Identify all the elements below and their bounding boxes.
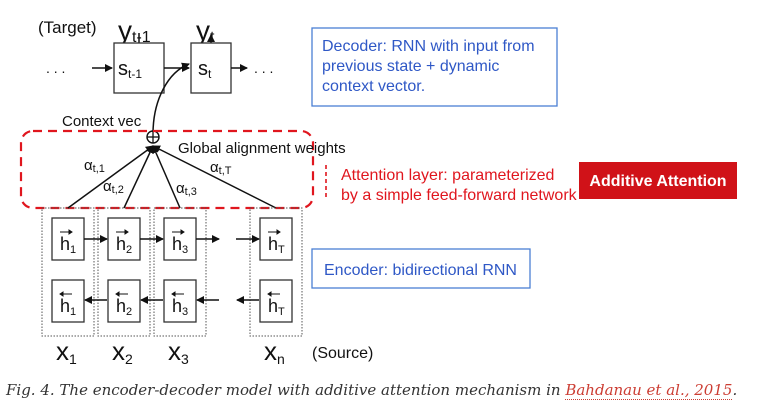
h-bwd-T (259, 279, 293, 323)
additive-attention-text: Additive Attention (589, 173, 726, 190)
s-cur-box (190, 42, 232, 94)
global-weights-label: Global alignment weights (178, 140, 346, 157)
svg-text:h2: h2 (116, 234, 132, 256)
h-fwd-2 (107, 217, 141, 261)
s-cur-label: st (198, 58, 212, 81)
svg-text:h3: h3 (172, 234, 188, 256)
y-cur-label: yt (196, 15, 215, 46)
weight-line-1 (67, 145, 154, 209)
svg-text:h1: h1 (60, 296, 76, 318)
weight-label-T: αt,T (210, 159, 232, 177)
target-label: (Target) (38, 18, 97, 37)
h-bwd-3 (163, 279, 197, 323)
context-vec-label: Context vec (62, 113, 142, 130)
encoder-box (311, 248, 531, 289)
svg-text:h1: h1 (60, 234, 76, 256)
context-to-s-arrow (152, 62, 190, 135)
h-fwd-3 (163, 217, 197, 261)
x-label-n: xn (264, 336, 285, 367)
svg-text:h3: h3 (172, 296, 188, 318)
weight-label-2: αt,2 (103, 178, 124, 196)
decoder-box (311, 27, 558, 107)
caption-text: Fig. 4. The encoder-decoder model with a… (6, 381, 566, 399)
additive-attention-badge (579, 162, 737, 199)
citation-link[interactable]: Bahdanau et al., 2015 (565, 381, 733, 400)
ellipsis-left: . . . (46, 60, 65, 76)
weight-line-T (152, 145, 277, 209)
x-label-2: x2 (112, 336, 133, 367)
h-bwd-2 (107, 279, 141, 323)
weight-label-1: αt,1 (84, 157, 105, 175)
svg-text:hT: hT (268, 296, 285, 318)
ellipsis-right: . . . (254, 60, 273, 76)
weight-line-3 (152, 145, 181, 209)
weight-line-2 (123, 145, 154, 209)
weight-label-3: αt,3 (176, 180, 197, 198)
s-prev-label: st-1 (118, 58, 142, 81)
x-label-1: x1 (56, 336, 77, 367)
source-label: (Source) (312, 345, 373, 362)
figure-caption: Fig. 4. The encoder-decoder model with a… (6, 381, 758, 400)
y-prev-label: yt-1 (118, 15, 151, 46)
attention-text-1: Attention layer: parameterized (341, 167, 554, 184)
decoder-text-1: Decoder: RNN with input from (322, 38, 535, 55)
encoder-text: Encoder: bidirectional RNN (324, 262, 517, 279)
x-label-3: x3 (168, 336, 189, 367)
h-fwd-T (259, 217, 293, 261)
caption-end: . (732, 381, 738, 399)
attention-text-2: by a simple feed-forward network (341, 187, 578, 204)
svg-text:h2: h2 (116, 296, 132, 318)
encoder-decoder-diagram: (Target) yt-1 yt st-1 st . . . . . . Con… (19, 15, 737, 367)
svg-text:hT: hT (268, 234, 285, 256)
decoder-text-2: previous state + dynamic (322, 58, 499, 75)
decoder-text-3: context vector. (322, 78, 425, 95)
encoder-columns: h1 h2 h3 hT h1 h2 h3 hT (41, 207, 303, 337)
